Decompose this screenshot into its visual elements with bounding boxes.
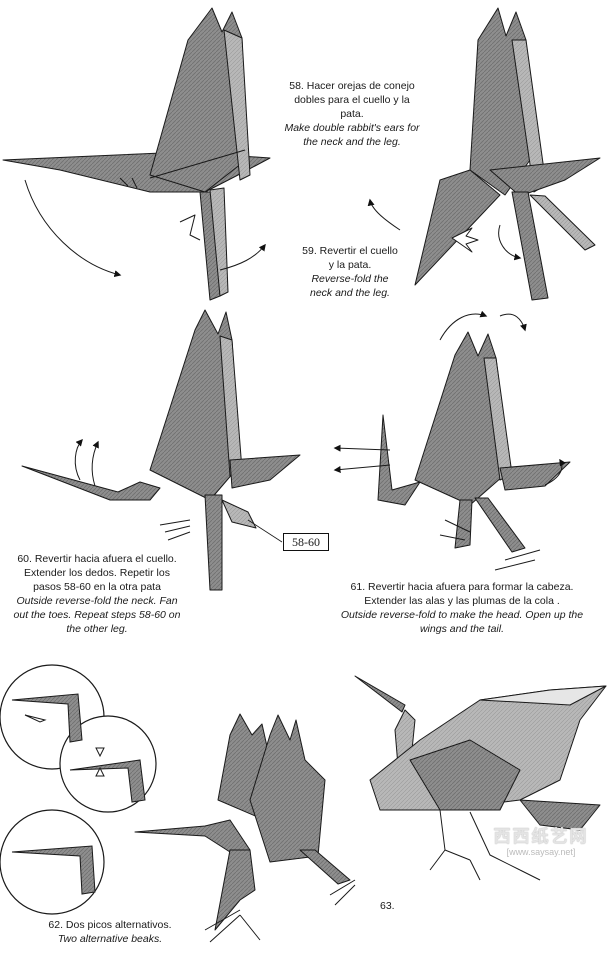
- step63-label: 63.: [380, 900, 395, 912]
- step59-text-en: Reverse-fold the neck and the leg.: [300, 272, 400, 300]
- step58-text-en: Make double rabbit's ears for the neck a…: [282, 121, 422, 149]
- step58-text-es: 58. Hacer orejas de conejo dobles para e…: [282, 79, 422, 121]
- step61-caption: 61. Revertir hacia afuera para formar la…: [332, 580, 592, 636]
- step60-figure: [22, 310, 300, 590]
- watermark-title: 西西纸艺网: [482, 822, 600, 847]
- step62-text-en: Two alternative beaks.: [30, 932, 190, 946]
- step61-figure: [335, 314, 570, 570]
- step62-details: [0, 665, 156, 914]
- step59-caption: 59. Revertir el cuello y la pata. Revers…: [300, 244, 400, 300]
- step59-figure: [370, 8, 600, 300]
- watermark-url: [www.saysay.net]: [482, 847, 600, 857]
- step62-text-es: 62. Dos picos alternativos.: [30, 918, 190, 932]
- step60-repeat-tag: 58-60: [283, 533, 329, 551]
- step58-figure: [3, 8, 270, 300]
- step60-text-en: Outside reverse-fold the neck. Fan out t…: [12, 594, 182, 636]
- step59-text-es: 59. Revertir el cuello y la pata.: [300, 244, 400, 272]
- step61-text-en: Outside reverse-fold to make the head. O…: [332, 608, 592, 636]
- step60-text-es: 60. Revertir hacia afuera el cuello. Ext…: [12, 552, 182, 594]
- step62-caption: 62. Dos picos alternativos. Two alternat…: [30, 918, 190, 946]
- step58-caption: 58. Hacer orejas de conejo dobles para e…: [282, 79, 422, 149]
- step60-caption: 60. Revertir hacia afuera el cuello. Ext…: [12, 552, 182, 636]
- step62-figure: [135, 714, 355, 942]
- step61-text-es: 61. Revertir hacia afuera para formar la…: [332, 580, 592, 608]
- watermark: 西西纸艺网 [www.saysay.net]: [482, 822, 600, 866]
